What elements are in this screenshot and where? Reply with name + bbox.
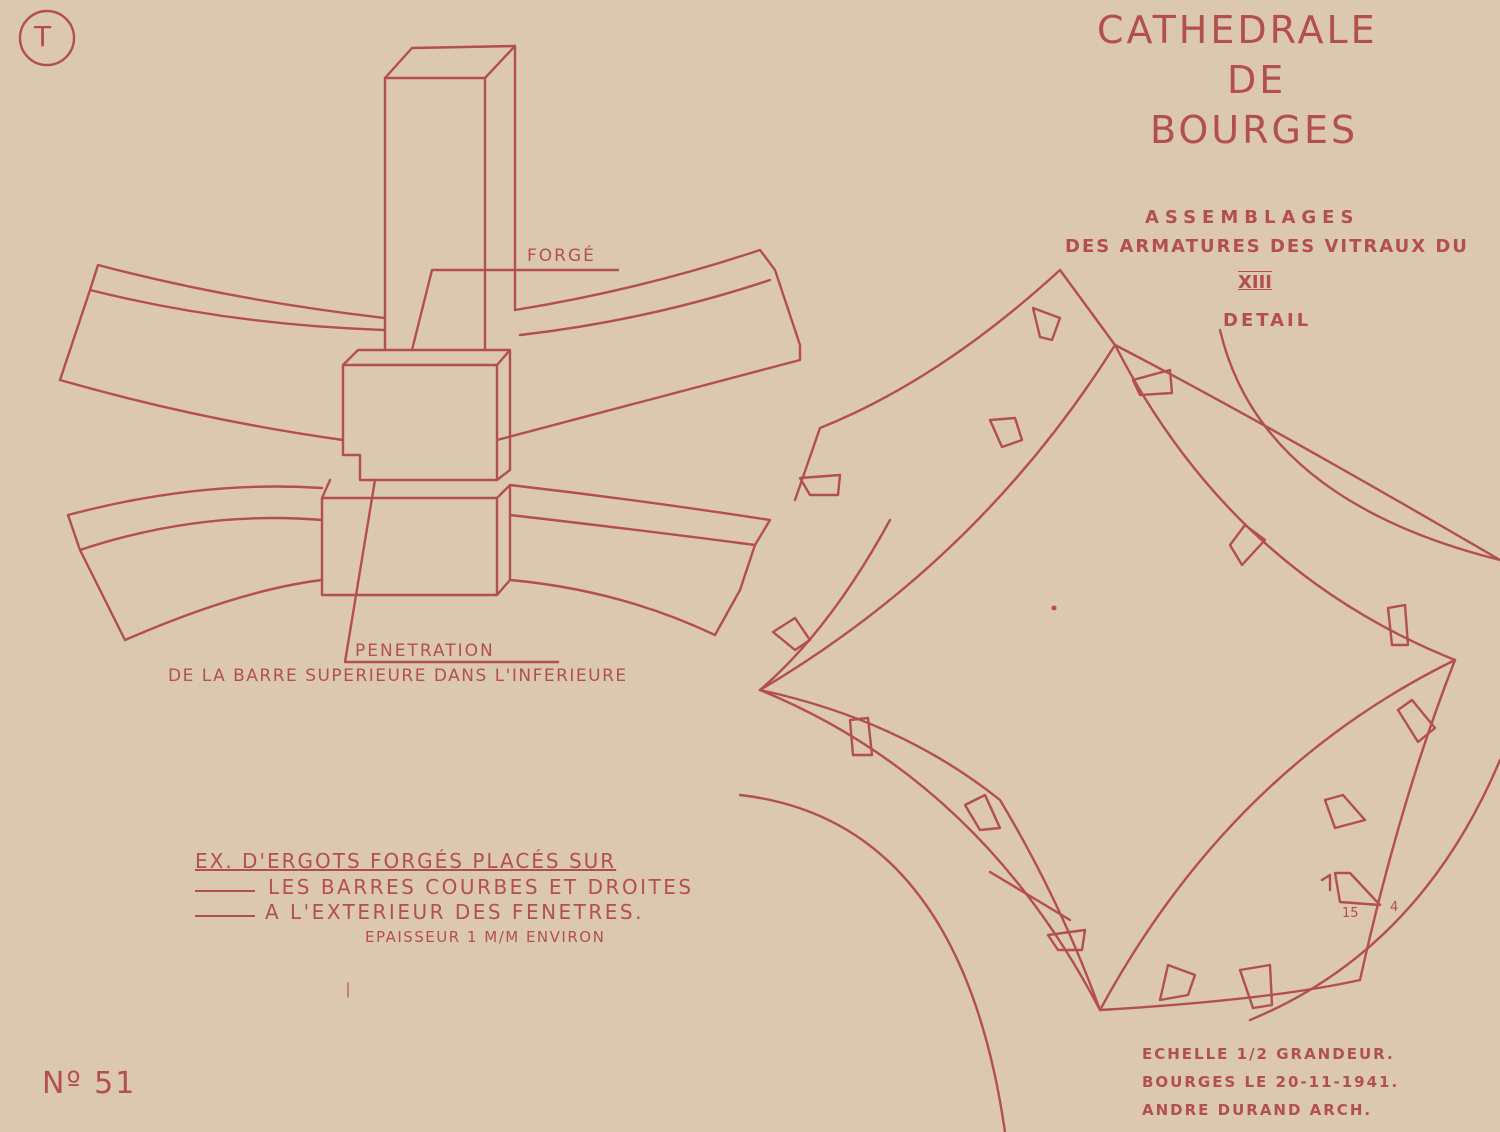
author: ANDRE DURAND ARCH. [1142,1101,1373,1119]
vertical-bar-top [383,44,517,80]
title-line-3: BOURGES [1150,108,1359,152]
bar-assembly-sketch [58,44,802,664]
note-line-3: A L'EXTERIEUR DES FENETRES. [265,900,644,924]
title-line-2: DE [1227,58,1287,102]
upper-left-bar [58,263,387,442]
dimensioned-ergot [1320,871,1382,907]
subtitle-century: XIII [1238,272,1272,293]
star-band-right [1098,658,1457,1012]
lower-right-bar [508,483,772,637]
dimension-4: 4 [1390,900,1399,915]
star-band-left [758,518,892,692]
dimension-15: 15 [1342,906,1359,921]
star-armature-detail [738,268,1500,1132]
penetration-description: DE LA BARRE SUPERIEURE DANS L'INFERIEURE [168,666,628,686]
star-band-top-left [793,268,1117,502]
lower-left-bar [66,485,324,642]
central-block [341,348,512,482]
note-line-4: EPAISSEUR 1 m/m ENVIRON [365,928,606,946]
subtitle-line-1: ASSEMBLAGES [1145,207,1360,228]
upper-right-bar [495,248,802,442]
circle-arc-bottom-left [738,793,1007,1132]
forge-label: FORGÉ [527,246,596,266]
penetration-label: PENETRATION [355,641,495,661]
star-band-bottom-left [758,688,1102,1012]
note-line-1: EX. D'ERGOTS FORGÉS PLACÉS SUR [195,849,617,873]
note-line-2: LES BARRES COURBES ET DROITES [268,875,694,899]
sheet-mark-circle [18,9,76,67]
circle-arc-right [1248,758,1500,1022]
title-line-1: CATHEDRALE [1097,8,1378,52]
circle-arc-top-right [1218,328,1500,562]
sheet-mark: T [34,20,52,53]
penetration-leader [343,478,560,664]
ergots [771,306,1437,1010]
lower-block [320,478,512,597]
place-date: BOURGES LE 20-11-1941. [1142,1073,1400,1091]
scale-note: ECHELLE 1/2 GRANDEUR. [1142,1045,1395,1063]
star-band-top-right [1113,343,1500,562]
vertical-bar-faces [383,44,517,352]
subtitle-line-4: DETAIL [1223,310,1312,331]
subtitle-line-2: DES ARMATURES DES VITRAUX DU [1065,236,1469,257]
sheet-number: Nº 51 [42,1066,137,1101]
forge-leader [410,268,620,352]
note-leader [988,870,1072,922]
